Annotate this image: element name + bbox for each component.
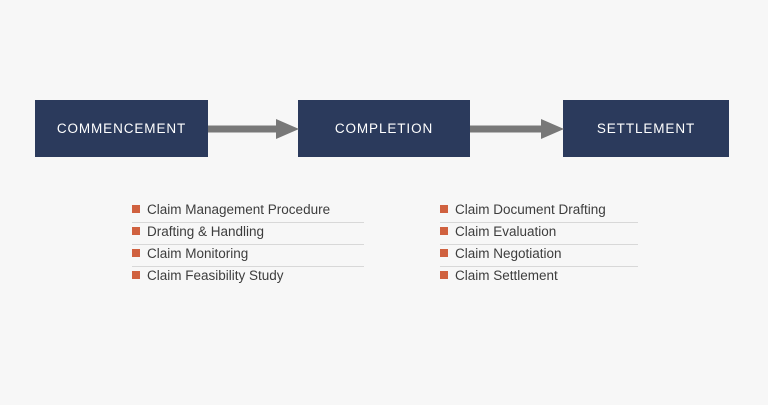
list-item[interactable]: Claim Document Drafting: [440, 201, 638, 223]
list-item[interactable]: Drafting & Handling: [132, 223, 364, 245]
square-bullet-icon: [440, 227, 448, 235]
list-item[interactable]: Claim Negotiation: [440, 245, 638, 267]
stage-label: COMPLETION: [334, 121, 434, 136]
stage-label: SETTLEMENT: [596, 121, 696, 136]
list-item-label: Claim Document Drafting: [455, 202, 606, 217]
divider: [132, 266, 364, 267]
list-item-label: Claim Monitoring: [147, 246, 249, 261]
square-bullet-icon: [440, 249, 448, 257]
list-item[interactable]: Claim Feasibility Study: [132, 267, 364, 289]
divider: [132, 244, 364, 245]
square-bullet-icon: [132, 249, 140, 257]
divider: [132, 222, 364, 223]
list-item[interactable]: Claim Management Procedure: [132, 201, 364, 223]
list-item-label: Claim Feasibility Study: [147, 268, 284, 283]
square-bullet-icon: [132, 205, 140, 213]
stage-box-completion[interactable]: COMPLETION: [298, 100, 470, 157]
divider: [440, 244, 638, 245]
arrow-right-icon: [470, 118, 564, 140]
square-bullet-icon: [132, 271, 140, 279]
stage-box-settlement[interactable]: SETTLEMENT: [563, 100, 729, 157]
list-item-label: Claim Settlement: [455, 268, 558, 283]
list-item-label: Drafting & Handling: [147, 224, 265, 239]
list-left: Claim Management Procedure Drafting & Ha…: [132, 201, 364, 289]
arrow-right-icon: [208, 118, 299, 140]
square-bullet-icon: [440, 271, 448, 279]
square-bullet-icon: [440, 205, 448, 213]
square-bullet-icon: [132, 227, 140, 235]
list-item-label: Claim Management Procedure: [147, 202, 331, 217]
list-right: Claim Document Drafting Claim Evaluation…: [440, 201, 638, 289]
divider: [440, 222, 638, 223]
list-item-label: Claim Negotiation: [455, 246, 562, 261]
list-item[interactable]: Claim Evaluation: [440, 223, 638, 245]
list-item-label: Claim Evaluation: [455, 224, 557, 239]
list-item[interactable]: Claim Settlement: [440, 267, 638, 289]
divider: [440, 266, 638, 267]
stage-box-commencement[interactable]: COMMENCEMENT: [35, 100, 208, 157]
list-item[interactable]: Claim Monitoring: [132, 245, 364, 267]
stage-label: COMMENCEMENT: [56, 121, 187, 136]
